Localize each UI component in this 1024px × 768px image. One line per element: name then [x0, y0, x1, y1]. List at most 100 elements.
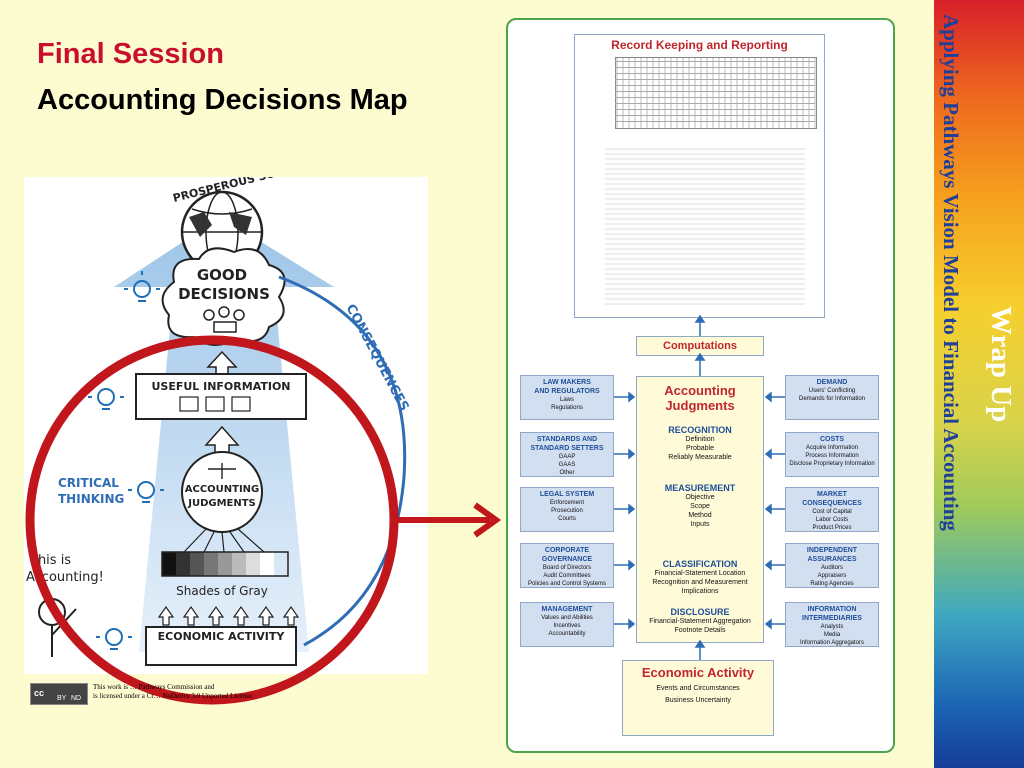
judgment-item: Scope: [690, 503, 710, 510]
consequences-arrow: [278, 275, 407, 647]
left-title: STANDARD SETTERS: [530, 445, 604, 452]
right-title: INTERMEDIARIES: [802, 615, 862, 622]
table-icon: [231, 396, 251, 412]
judgment-section-title: CLASSIFICATION: [662, 559, 738, 569]
arrowhead-icon: [628, 391, 636, 403]
left-item: Policies and Control Systems: [527, 581, 607, 587]
right-title: ASSURANCES: [807, 556, 857, 563]
left-title: LEGAL SYSTEM: [539, 491, 595, 498]
left-item: Other: [559, 470, 575, 476]
decisions-label: DECISIONS: [178, 285, 270, 303]
arrowhead-icon: [628, 503, 636, 515]
judgment-item: Objective: [685, 494, 715, 501]
judgment-item: Method: [688, 512, 712, 519]
pathways-sketch: PROSPEROUS SOCIETY GOOD DECISIONS: [24, 177, 428, 674]
left-title: AND REGULATORS: [534, 388, 600, 395]
right-item: Labor Costs: [815, 517, 849, 523]
accounting-label: ACCOUNTING: [185, 484, 260, 495]
left-box: STANDARDS AND STANDARD SETTERS GAAP GAAS Oth…: [520, 432, 614, 477]
right-item: Process Information: [805, 453, 859, 459]
arrowhead-icon: [764, 448, 772, 460]
arrow-fan: [183, 528, 265, 553]
creative-commons-badge[interactable]: cc BY ND: [30, 683, 88, 705]
judgment-item: Reliably Measurable: [668, 454, 732, 461]
right-title: INFORMATION: [807, 606, 857, 613]
right-title: MARKET: [817, 491, 847, 498]
lightbulb-icon: [88, 388, 124, 410]
right-item: Rating Agencies: [810, 581, 854, 587]
right-item: Demands for Information: [798, 396, 866, 402]
page-title: Final Session: [37, 38, 224, 70]
arrowhead-icon: [628, 618, 636, 630]
arrowhead-icon: [764, 559, 772, 571]
left-item: Accountability: [548, 631, 586, 637]
left-title: MANAGEMENT: [541, 606, 593, 613]
left-item: Enforcement: [549, 500, 585, 506]
left-title: GOVERNANCE: [541, 556, 593, 563]
financial-statements-area: [605, 145, 805, 305]
course-title: Applying Pathways Vision Model to Financ…: [939, 14, 963, 531]
arrowhead-icon: [764, 391, 772, 403]
arrowhead-icon: [764, 618, 772, 630]
connector-arrows: [614, 314, 785, 660]
judgment-section-title: MEASUREMENT: [664, 483, 736, 493]
judgment-item: Financial-Statement Aggregation: [649, 618, 751, 625]
left-item: GAAS: [558, 462, 576, 468]
left-title: CORPORATE: [544, 547, 590, 554]
right-item: Acquire Information: [805, 445, 859, 451]
license-text: This work is … Pathways Commission and i…: [93, 683, 254, 700]
judgments-label: JUDGMENTS: [187, 498, 256, 509]
left-item: Courts: [558, 516, 576, 522]
left-item: Audit Committees: [543, 573, 591, 579]
arrowhead-icon: [764, 503, 772, 515]
judgment-item: Implications: [681, 588, 719, 595]
chart-icon: [205, 396, 225, 412]
judgment-item: Footnote Details: [674, 627, 726, 634]
left-item: Values and Abilities: [541, 615, 593, 621]
judgment-section-title: RECOGNITION: [668, 425, 732, 435]
right-item: Auditors: [820, 565, 843, 571]
left-title: STANDARDS AND: [536, 436, 598, 443]
economic-activity-map-box: Economic Activity Events and Circumstanc…: [622, 660, 774, 736]
scale-icon: [208, 463, 236, 479]
arrowhead-icon: [628, 448, 636, 460]
lightbulb-icon: [124, 271, 160, 302]
right-item: Cost of Capital: [812, 509, 852, 515]
judgment-item: Probable: [685, 445, 715, 452]
right-title: DEMAND: [816, 379, 848, 386]
record-keeping-table: [615, 57, 815, 127]
right-item: Media: [823, 632, 841, 638]
right-title: INDEPENDENT: [806, 547, 858, 554]
left-item: Laws: [559, 397, 574, 403]
right-title: COSTS: [819, 436, 845, 443]
left-item: Prosecution: [551, 508, 583, 514]
right-title: CONSEQUENCES: [802, 500, 862, 507]
left-item: Incentives: [553, 623, 581, 629]
left-item: GAAP: [558, 454, 576, 460]
highlight-overlay: [25, 335, 502, 705]
people-icon: [203, 306, 245, 333]
arrowhead-icon: [628, 559, 636, 571]
right-item: Disclose Proprietary Information: [789, 461, 875, 467]
right-item: Information Aggregators: [799, 640, 865, 646]
left-title: LAW MAKERS: [543, 379, 591, 386]
thinking-label: THINKING: [58, 492, 124, 506]
right-item: Appraisers: [817, 573, 847, 579]
accounting-decisions-map: Record Keeping and Reporting Computation…: [506, 18, 895, 753]
useful-information-label: USEFUL INFORMATION: [151, 380, 290, 393]
arrowhead-icon: [473, 502, 502, 538]
left-item: Regulations: [551, 405, 583, 411]
shades-label: Shades of Gray: [176, 584, 268, 598]
decisions-cloud: [161, 247, 286, 346]
judgment-item: Definition: [685, 436, 715, 443]
shades-of-gray-bar: [161, 551, 289, 577]
